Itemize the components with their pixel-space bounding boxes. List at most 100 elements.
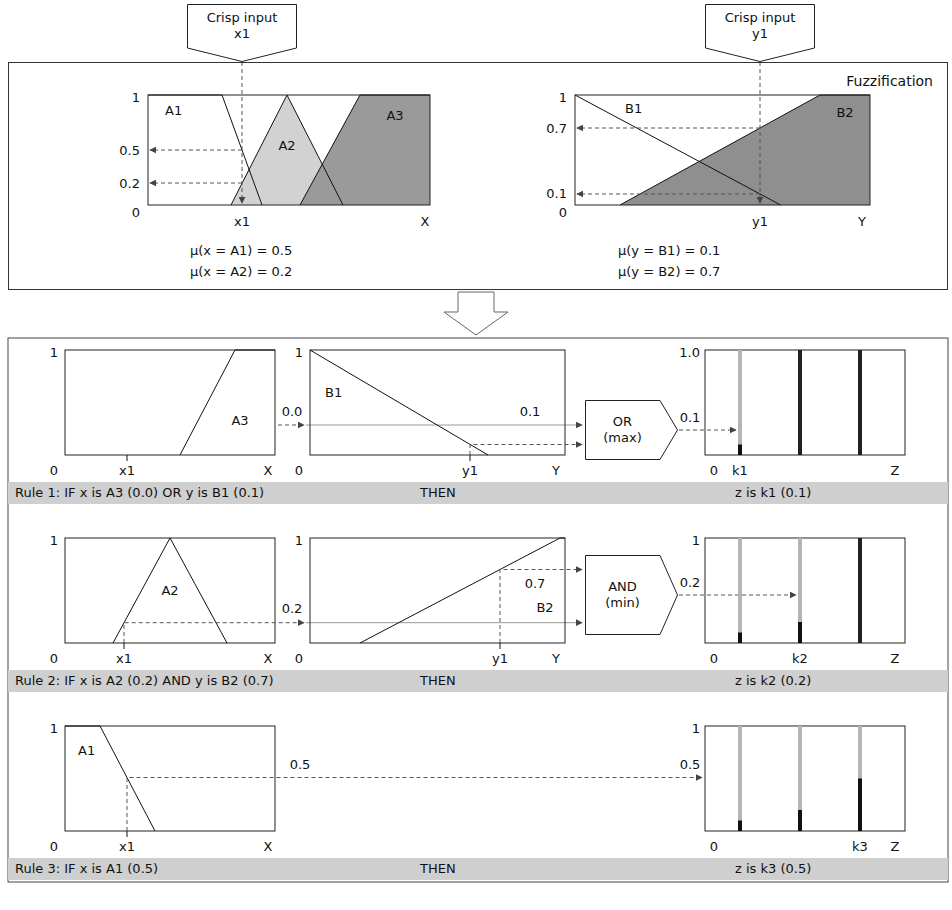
plot-label: 0.5	[290, 757, 311, 772]
fuzzification-box: Fuzzification	[8, 62, 948, 290]
plot-label: A2	[161, 583, 178, 598]
plot-label: μ(y = B1) = 0.1	[618, 243, 720, 258]
plot-label: 0	[710, 839, 718, 854]
tick	[127, 831, 128, 837]
rule-text: z is k3 (0.5)	[735, 861, 811, 877]
strength-line	[306, 425, 582, 426]
singleton	[738, 350, 742, 455]
plot-label: 0.5	[680, 757, 701, 772]
plot-label: 0.1	[680, 410, 701, 425]
or-operator-shape	[586, 401, 678, 460]
plot-label: A3	[386, 108, 403, 123]
tick	[470, 455, 471, 461]
plot-label: 0	[559, 205, 567, 220]
plot-label: 0	[295, 463, 303, 478]
plot-label: y1	[492, 651, 508, 666]
plot-label: 1	[559, 90, 567, 105]
plot-frame	[310, 538, 565, 643]
plot-label: k3	[852, 839, 868, 854]
a1-curve	[65, 726, 155, 831]
rule-text: z is k1 (0.1)	[735, 485, 811, 501]
singleton	[798, 538, 802, 643]
singleton-level	[738, 821, 742, 832]
singleton-level	[798, 810, 802, 831]
plot-label: 0.7	[525, 576, 546, 591]
rule-text: Rule 1: IF x is A3 (0.0) OR y is B1 (0.1…	[15, 485, 420, 501]
plot-label: 0.1	[520, 404, 541, 419]
strength-arrow	[127, 778, 702, 832]
plot-label: 0.5	[119, 143, 140, 158]
plot-label: x1	[116, 651, 132, 666]
section-title: Fuzzification	[23, 73, 933, 89]
plot-label: 0.2	[119, 176, 140, 191]
plot-label: μ(x = A2) = 0.2	[190, 264, 292, 279]
rule-text: z is k2 (0.2)	[735, 673, 811, 689]
plot-label: Y	[858, 214, 866, 229]
plot-frame	[65, 538, 275, 643]
plot-label: 0	[50, 463, 58, 478]
singleton	[858, 538, 862, 643]
plot-label: 0.0	[282, 404, 303, 419]
plot-label: 1	[132, 90, 140, 105]
plot-label: A1	[78, 743, 95, 758]
plot-label: k2	[792, 651, 808, 666]
rule-band: Rule 3: IF x is A1 (0.5)THENz is k3 (0.5…	[8, 858, 948, 880]
plot-frame	[65, 726, 275, 831]
a3-curve	[300, 95, 430, 205]
plot-label: B2	[536, 600, 553, 615]
a3-fill	[300, 95, 430, 205]
or-operator: OR(max)	[585, 400, 678, 460]
plot-label: 1	[50, 533, 58, 548]
strength-arrow	[500, 570, 582, 644]
plot-label: 1	[295, 345, 303, 360]
callout-text: Crisp input	[207, 10, 278, 26]
plot-label: 0.1	[546, 186, 567, 201]
callout-text: x1	[234, 26, 250, 42]
plot-label: Z	[891, 463, 900, 478]
rule-text: Rule 3: IF x is A1 (0.5)	[15, 861, 420, 877]
plot-frame	[310, 350, 565, 455]
singleton-level	[738, 445, 742, 456]
b2-curve	[360, 538, 565, 643]
rule-text: THEN	[420, 673, 735, 689]
plot-frame	[705, 538, 905, 643]
plot-frame	[705, 350, 905, 455]
plot-label: 1	[692, 721, 700, 736]
operator-label: AND	[608, 579, 637, 595]
plot-label: 1	[692, 533, 700, 548]
plot-label: x1	[119, 839, 135, 854]
output-arrow	[679, 595, 796, 596]
plot-label: k1	[732, 463, 748, 478]
tick	[127, 455, 128, 461]
plot-frame	[65, 350, 275, 455]
singleton	[798, 350, 802, 455]
a2-curve	[113, 538, 227, 643]
plot-label: 0	[50, 839, 58, 854]
b1-curve	[310, 350, 488, 455]
a3-curve	[180, 350, 275, 455]
strength-arrow	[124, 623, 304, 643]
plot-label: 0.2	[282, 601, 303, 616]
and-operator-shape	[586, 556, 678, 635]
plot-frame	[575, 95, 870, 205]
plot-label: 0.7	[546, 121, 567, 136]
singleton-level	[798, 622, 802, 643]
plot-label: 0	[50, 651, 58, 666]
singleton	[798, 726, 802, 831]
singleton	[858, 726, 862, 831]
plot-label: μ(y = B2) = 0.7	[618, 264, 720, 279]
plot-label: 0.2	[680, 575, 701, 590]
crisp-input-callout: Crisp inputx1	[187, 4, 297, 62]
plot-label: 1	[50, 345, 58, 360]
plot-label: X	[264, 839, 273, 854]
plot-label: x1	[119, 463, 135, 478]
a1-curve	[148, 95, 262, 205]
singleton-level	[738, 633, 742, 644]
membership-leader	[150, 150, 242, 151]
plot-label: 0	[295, 651, 303, 666]
plot-label: Z	[891, 839, 900, 854]
crisp-input-callout-shape	[188, 5, 297, 62]
plot-label: 1.0	[679, 345, 700, 360]
b2-fill	[620, 95, 870, 205]
